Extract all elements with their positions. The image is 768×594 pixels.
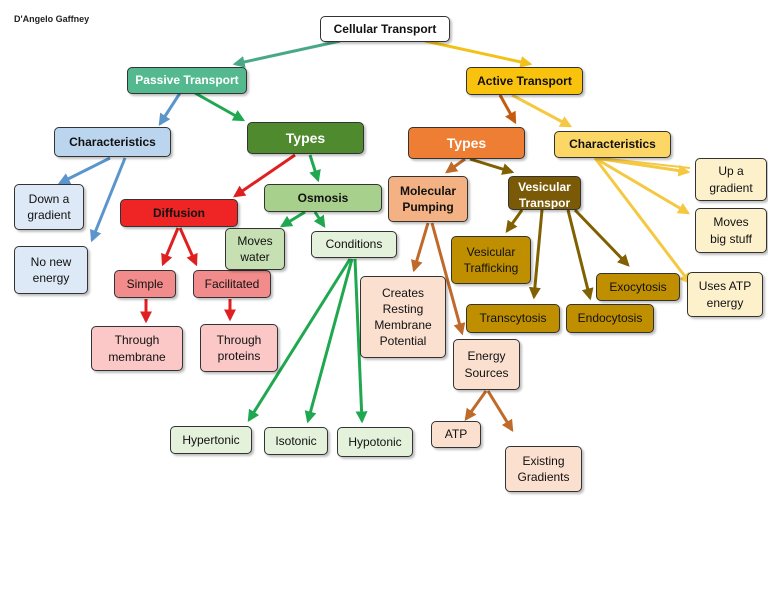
edge-char-down-gradient xyxy=(57,156,111,185)
node-vesicular-trafficking: Vesicular Trafficking xyxy=(451,236,531,284)
edge-char-no-energy xyxy=(90,157,127,243)
edge-active-characteristics xyxy=(511,93,573,128)
node-passive-types: Types xyxy=(247,122,364,154)
node-vesicular-transport: Vesicular Transpor xyxy=(508,176,581,210)
edge-types-molecular xyxy=(445,157,466,174)
node-isotonic: Isotonic xyxy=(264,427,328,455)
node-diffusion: Diffusion xyxy=(120,199,238,227)
edge-char-up-gradient xyxy=(594,156,691,177)
edge-conditions-hypotonic xyxy=(353,258,368,424)
edge-types-vesicular xyxy=(469,157,515,175)
edge-vesicular-endocytosis xyxy=(566,209,594,301)
edge-diffusion-facilitated xyxy=(178,227,198,267)
node-simple: Simple xyxy=(114,270,176,298)
edge-root-passive xyxy=(232,39,341,68)
node-exocytosis: Exocytosis xyxy=(596,273,680,301)
edge-energy-atp xyxy=(464,390,488,421)
edge-osmosis-water xyxy=(279,210,306,228)
edge-diffusion-simple xyxy=(161,227,180,267)
node-energy-sources: Energy Sources xyxy=(453,339,520,390)
author-name: D'Angelo Gaffney xyxy=(14,14,90,24)
edge-passive-characteristics xyxy=(158,92,182,127)
node-atp: ATP xyxy=(431,421,481,448)
node-passive-characteristics: Characteristics xyxy=(54,127,171,157)
node-creates-resting-potential: Creates Resting Membrane Potential xyxy=(360,276,446,358)
edge-char-atp xyxy=(593,157,692,285)
node-active-types: Types xyxy=(408,127,525,159)
edge-energy-gradients xyxy=(486,390,514,433)
node-cellular-transport: Cellular Transport xyxy=(320,16,450,42)
node-active-transport: Active Transport xyxy=(466,67,583,95)
edge-molecular-energy xyxy=(430,222,466,336)
node-existing-gradients: Existing Gradients xyxy=(505,446,582,492)
node-up-gradient: Up a gradient xyxy=(695,158,767,201)
edge-vesicular-transcytosis xyxy=(528,209,544,300)
node-down-gradient: Down a gradient xyxy=(14,184,84,230)
node-moves-big-stuff: Moves big stuff xyxy=(695,208,767,253)
node-osmosis: Osmosis xyxy=(264,184,382,212)
edge-conditions-isotonic xyxy=(304,258,354,424)
node-endocytosis: Endocytosis xyxy=(566,304,654,333)
node-passive-transport: Passive Transport xyxy=(127,67,247,94)
node-active-characteristics: Characteristics xyxy=(554,131,671,158)
node-moves-water: Moves water xyxy=(225,228,285,270)
node-through-membrane: Through membrane xyxy=(91,326,183,371)
node-hypotonic: Hypotonic xyxy=(337,427,413,457)
edge-char-long xyxy=(599,157,691,169)
edge-conditions-hypertonic xyxy=(247,258,352,423)
edge-vesicular-trafficking xyxy=(505,209,524,233)
node-uses-atp-energy: Uses ATP energy xyxy=(687,272,763,317)
edge-types-osmosis xyxy=(308,154,321,183)
edge-char-big-stuff xyxy=(594,156,691,215)
node-no-new-energy: No new energy xyxy=(14,246,88,294)
node-molecular-pumping: Molecular Pumping xyxy=(388,176,468,222)
node-facilitated: Facilitated xyxy=(193,270,271,298)
edge-types-diffusion xyxy=(233,153,296,198)
edge-active-types xyxy=(498,94,517,125)
node-through-proteins: Through proteins xyxy=(200,324,278,372)
edge-osmosis-conditions xyxy=(313,211,326,229)
edge-root-active xyxy=(424,39,533,68)
node-transcytosis: Transcytosis xyxy=(466,304,560,333)
node-conditions: Conditions xyxy=(311,231,397,258)
node-hypertonic: Hypertonic xyxy=(170,426,252,454)
edge-vesicular-exocytosis xyxy=(573,208,630,267)
edge-molecular-resting xyxy=(410,222,430,273)
edge-passive-types xyxy=(194,91,246,122)
